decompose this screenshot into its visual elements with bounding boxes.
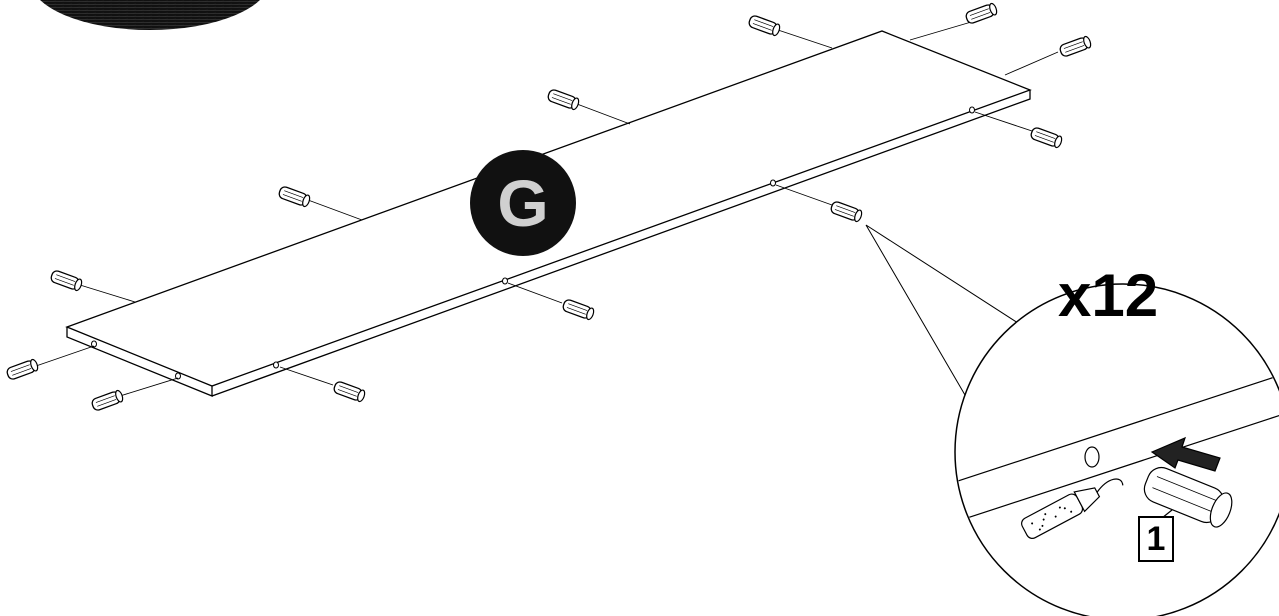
dowel-icon <box>332 379 367 404</box>
dowel-icon <box>5 357 40 382</box>
dowel-icon <box>90 388 125 413</box>
panel-label-badge: G <box>470 150 576 256</box>
panel-label-text: G <box>497 166 549 240</box>
dowel-icon <box>1029 125 1064 150</box>
dowel-icon <box>829 199 864 224</box>
insert-arrow-icon <box>1150 436 1221 472</box>
part-number-box: 1 <box>1138 516 1174 562</box>
detail-zoom-circle <box>954 283 1279 616</box>
detail-dowel-icon <box>1143 466 1233 528</box>
glue-bottle-icon <box>1021 478 1124 539</box>
dowel-leader-lines <box>35 19 1059 397</box>
partial-label-disc <box>40 0 260 30</box>
dowel-icon <box>49 268 84 293</box>
dowel-icon <box>546 87 581 112</box>
part-number-text: 1 <box>1146 520 1166 558</box>
dowel-icon <box>1058 34 1093 59</box>
quantity-label: x12 <box>1058 262 1159 329</box>
dowel-holes <box>91 106 975 380</box>
dowel-icon <box>747 13 782 38</box>
dowel-icon <box>964 1 999 26</box>
dowel-icon <box>277 184 312 209</box>
dowel-icon <box>561 297 596 322</box>
